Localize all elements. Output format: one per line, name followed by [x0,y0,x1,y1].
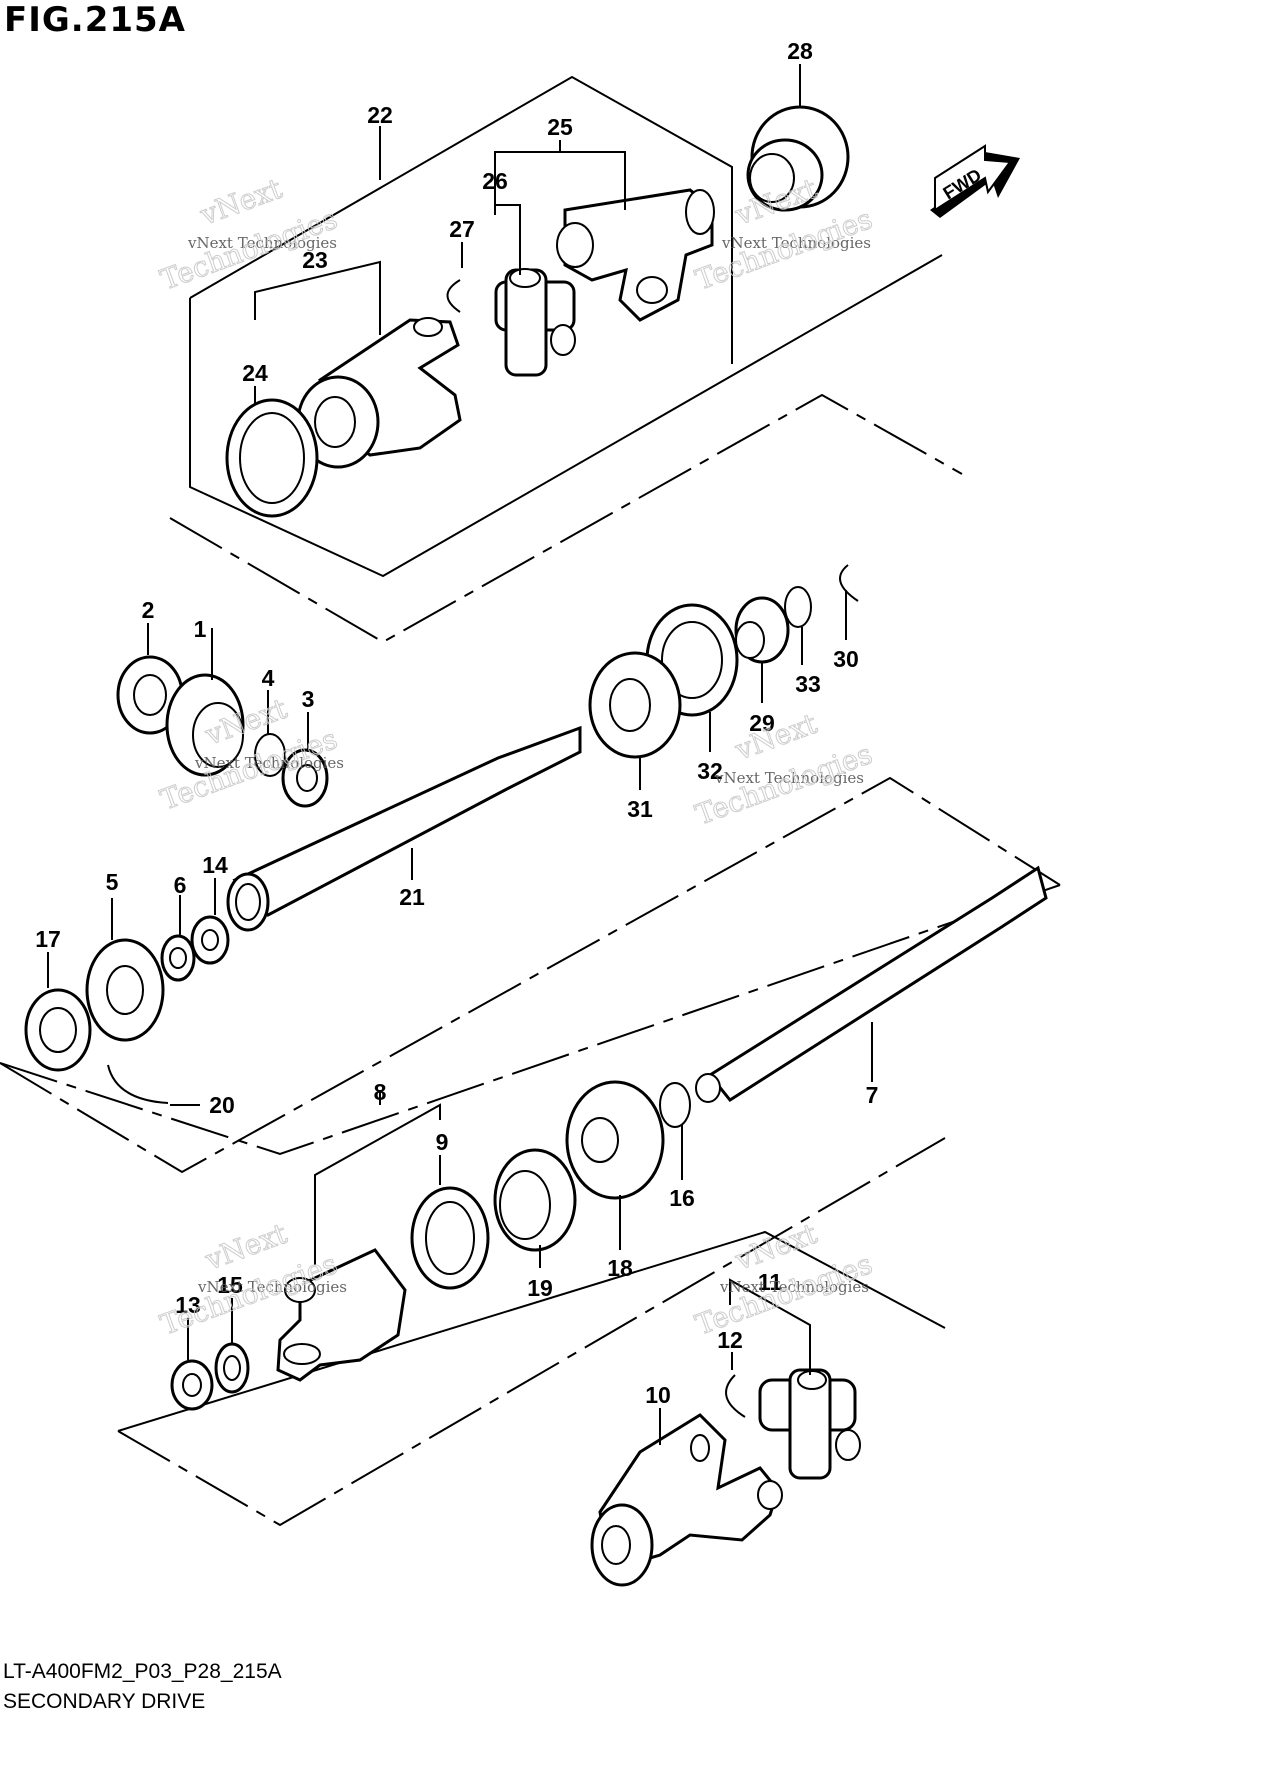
part-17-bearing [24,988,92,1072]
part-5-gear [85,938,165,1042]
callout-5: 5 [106,869,119,895]
watermark-text: vNext Technologies [194,754,344,772]
part-12-clip [725,1374,746,1418]
callout-20: 20 [209,1092,235,1118]
callout-18: 18 [607,1255,633,1281]
diagram-code: LT-A400FM2_P03_P28_215A [3,1660,282,1683]
callout-27: 27 [449,216,475,242]
callout-15: 15 [217,1272,243,1298]
part-25-yoke [556,188,715,322]
callout-21: 21 [399,884,425,910]
callout-33: 33 [795,671,821,697]
callout-10: 10 [645,1382,671,1408]
watermark-text: vNext Technologies [721,234,871,252]
callout-labels: 1 2 3 4 5 6 7 8 9 10 11 12 13 14 15 16 1… [35,38,878,1408]
part-19-seal [493,1148,577,1252]
fwd-arrow-icon: FWD [930,144,1020,218]
callout-19: 19 [527,1275,553,1301]
part-8-yoke [276,1248,407,1382]
callout-2: 2 [142,597,155,623]
callout-1: 1 [194,616,207,642]
diagram-title: SECONDARY DRIVE [3,1690,206,1713]
callout-13: 13 [175,1292,201,1318]
callout-31: 31 [627,796,653,822]
callout-6: 6 [174,872,187,898]
callout-11: 11 [758,1269,783,1295]
callout-7: 7 [866,1082,879,1108]
part-16-ring [659,1082,691,1128]
callout-22: 22 [367,102,393,128]
part-7-shaft [695,865,1048,1103]
callout-29: 29 [749,710,775,736]
callout-3: 3 [302,686,315,712]
part-24-seal [225,398,319,518]
callout-24: 24 [242,360,268,386]
part-28-boot [746,105,850,212]
part-4-ring [254,733,286,777]
parts-group [24,105,1048,1587]
part-15-washer [214,1342,250,1394]
callout-17: 17 [35,926,61,952]
watermark-text: vNext Technologies [197,1278,347,1296]
part-10-yoke [590,1413,783,1587]
callout-23: 23 [302,247,328,273]
part-29-bushing [734,596,790,664]
part-26-spider [494,268,576,377]
watermark-text: vNext Technologies [187,234,337,252]
watermark-text: vNext Technologies [719,1278,869,1296]
callout-32: 32 [697,758,723,784]
part-1-gear [165,673,245,777]
leader-lines [47,64,873,1445]
callout-25: 25 [547,114,573,140]
part-31-bearing [588,651,682,759]
watermark-text: vNext Technologies [714,769,864,787]
part-9-seal [410,1186,490,1290]
part-21-shaft [226,725,582,932]
part-18-bearing [565,1080,665,1200]
part-20-clip [107,1064,169,1104]
callout-26: 26 [482,168,508,194]
part-6-washer [160,934,196,982]
callout-12: 12 [717,1327,743,1353]
callout-28: 28 [787,38,813,64]
callout-9: 9 [436,1129,449,1155]
callout-4: 4 [262,665,275,691]
figure-title: FIG.215A [4,0,186,40]
part-3-nut [281,748,329,808]
part-33-ring [784,586,812,628]
part-30-clip [839,564,859,602]
part-23-yoke [296,317,462,469]
callout-16: 16 [669,1185,695,1211]
part-11-spider [758,1368,861,1480]
part-14-nut [190,915,230,965]
part-27-clip [446,279,461,313]
callout-14: 14 [202,852,228,878]
part-13-nut [170,1359,214,1411]
callout-30: 30 [833,646,859,672]
part-2-washer [116,655,184,735]
callout-8: 8 [374,1079,387,1105]
